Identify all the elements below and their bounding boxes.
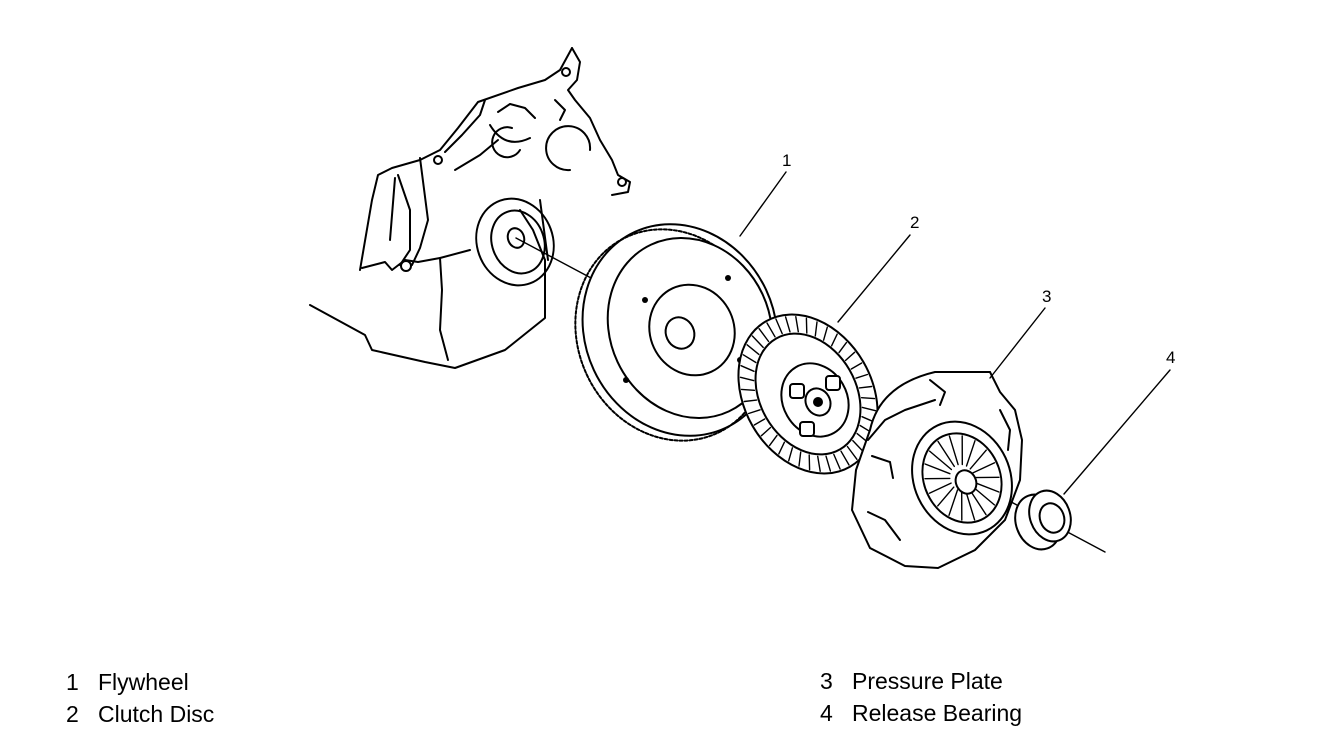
callout-number-2: 2 <box>910 213 919 232</box>
callout-number-4: 4 <box>1166 348 1175 367</box>
legend-item-clutch-disc: 2 Clutch Disc <box>66 698 214 730</box>
leader-line-1 <box>739 171 787 237</box>
legend-number: 3 <box>820 668 833 694</box>
callout-number-3: 3 <box>1042 287 1051 306</box>
legend-number: 4 <box>820 700 833 726</box>
legend-left: 1 Flywheel 2 Clutch Disc <box>66 666 214 730</box>
legend-item-release-bearing: 4 Release Bearing <box>820 697 1022 729</box>
engine-block <box>309 47 631 369</box>
flywheel <box>574 223 779 442</box>
legend-item-flywheel: 1 Flywheel <box>66 666 214 698</box>
legend-label: Release Bearing <box>852 700 1023 726</box>
callout-number-1: 1 <box>782 151 791 170</box>
legend-label: Flywheel <box>98 669 189 695</box>
legend-number: 1 <box>66 669 79 695</box>
leader-line-3 <box>989 307 1046 379</box>
legend-item-pressure-plate: 3 Pressure Plate <box>820 665 1022 697</box>
leader-line-4 <box>1063 369 1171 495</box>
legend-right: 3 Pressure Plate 4 Release Bearing <box>820 665 1022 729</box>
legend-label: Pressure Plate <box>852 668 1003 694</box>
legend-label: Clutch Disc <box>98 701 215 727</box>
leader-line-2 <box>837 234 911 323</box>
clutch-disc <box>737 313 879 475</box>
legend-number: 2 <box>66 701 79 727</box>
pressure-plate <box>850 371 1024 570</box>
release-bearing <box>1014 489 1072 551</box>
